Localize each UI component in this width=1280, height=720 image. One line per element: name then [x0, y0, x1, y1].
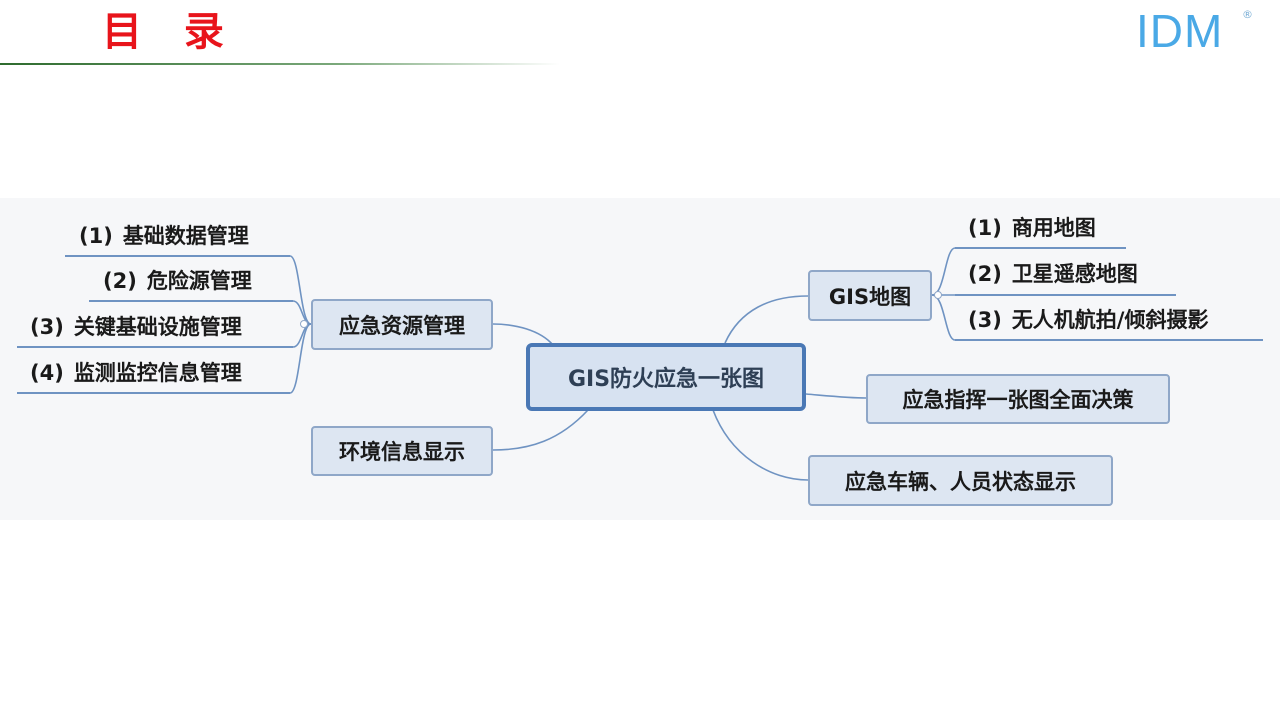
- center-node[interactable]: GIS防火应急一张图: [526, 343, 806, 411]
- node-environment-info[interactable]: 环境信息显示: [311, 426, 493, 476]
- header-divider: [0, 63, 560, 65]
- leaf-resource-item4[interactable]: (4) 监测监控信息管理: [30, 360, 242, 386]
- page-title: 目 录: [102, 9, 238, 55]
- node-resource-management[interactable]: 应急资源管理: [311, 299, 493, 350]
- connector-resource-item1: [289, 255, 312, 325]
- node-gis-map[interactable]: GIS地图: [808, 270, 932, 321]
- leaf-label: 无人机航拍/倾斜摄影: [1011, 308, 1209, 332]
- leaf-label: 卫星遥感地图: [1011, 262, 1138, 286]
- collapse-toggle-gis[interactable]: [934, 291, 942, 299]
- leaf-label: 监测监控信息管理: [73, 361, 242, 385]
- leaf-number: (2): [103, 269, 137, 293]
- leaf-resource-item1[interactable]: (1) 基础数据管理: [79, 223, 249, 249]
- leaf-number: (2): [968, 262, 1002, 286]
- leaf-label: 基础数据管理: [122, 224, 249, 248]
- connector-center-gismap: [724, 295, 809, 344]
- collapse-toggle-resource[interactable]: [300, 320, 308, 328]
- leaf-label: 关键基础设施管理: [73, 315, 242, 339]
- leaf-number: (3): [30, 315, 64, 339]
- leaf-number: (3): [968, 308, 1002, 332]
- node-vehicle-status[interactable]: 应急车辆、人员状态显示: [808, 455, 1113, 506]
- node-command-decision[interactable]: 应急指挥一张图全面决策: [866, 374, 1170, 424]
- leaf-resource-item3[interactable]: (3) 关键基础设施管理: [30, 314, 242, 340]
- leaf-label: 商用地图: [1011, 216, 1096, 240]
- idm-logo: IDM ®: [1136, 6, 1258, 56]
- leaf-gis-item3[interactable]: (3) 无人机航拍/倾斜摄影: [968, 307, 1208, 333]
- leaf-number: (1): [968, 216, 1002, 240]
- leaf-label: 危险源管理: [146, 269, 252, 293]
- connector-resource-item4: [289, 323, 312, 394]
- connector-gis-item1: [931, 247, 956, 296]
- leaf-number: (1): [79, 224, 113, 248]
- connector-resource-item2: [292, 300, 312, 325]
- registered-mark: ®: [1242, 8, 1253, 21]
- leaf-gis-item2[interactable]: (2) 卫星遥感地图: [968, 261, 1138, 287]
- connector-center-vehicles: [712, 409, 809, 481]
- connector-center-resource: [492, 323, 554, 346]
- leaf-gis-item1[interactable]: (1) 商用地图: [968, 215, 1096, 241]
- logo-text: IDM: [1136, 5, 1224, 57]
- leaf-resource-item2[interactable]: (2) 危险源管理: [103, 268, 252, 294]
- leaf-number: (4): [30, 361, 64, 385]
- connector-center-command: [805, 393, 867, 399]
- connector-center-environment: [492, 409, 589, 451]
- connector-gis-item3: [931, 294, 956, 341]
